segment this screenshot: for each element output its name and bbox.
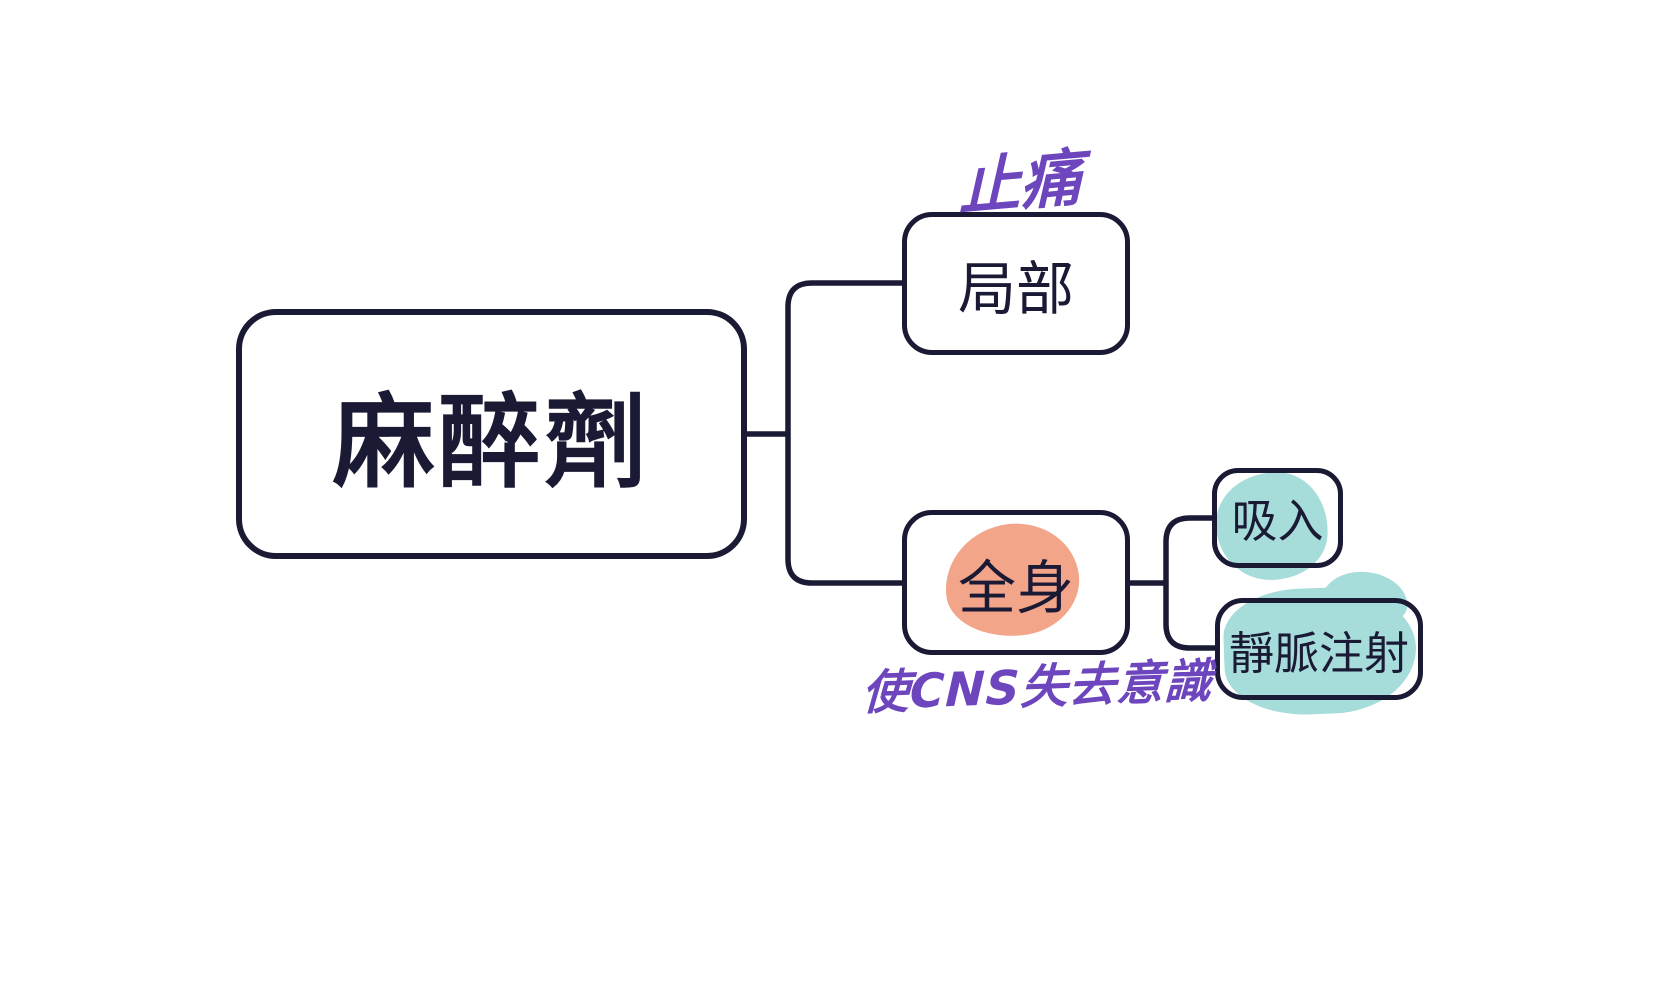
connector-root-bracket [785,280,902,586]
general-node-label: 全身 [957,553,1074,622]
leaf-node-intravenous[interactable]: 靜脈注射 [1215,598,1423,700]
intravenous-node-label: 靜脈注射 [1228,626,1409,680]
connector-general-bracket [1163,515,1215,651]
root-node-anesthetic[interactable]: 麻醉劑 [236,309,747,559]
leaf-node-inhalation[interactable]: 吸入 [1212,468,1343,568]
handwritten-annotation-pain-relief[interactable]: 止痛 [957,140,1083,225]
local-node-label: 局部 [957,254,1074,323]
root-node-label: 麻醉劑 [332,383,651,503]
inhalation-node-label: 吸入 [1231,494,1324,548]
branch-node-local[interactable]: 局部 [902,212,1130,355]
branch-node-general[interactable]: 全身 [902,510,1130,655]
handwritten-annotation-cns-unconscious[interactable]: 使CNS失去意識 [860,653,1214,722]
